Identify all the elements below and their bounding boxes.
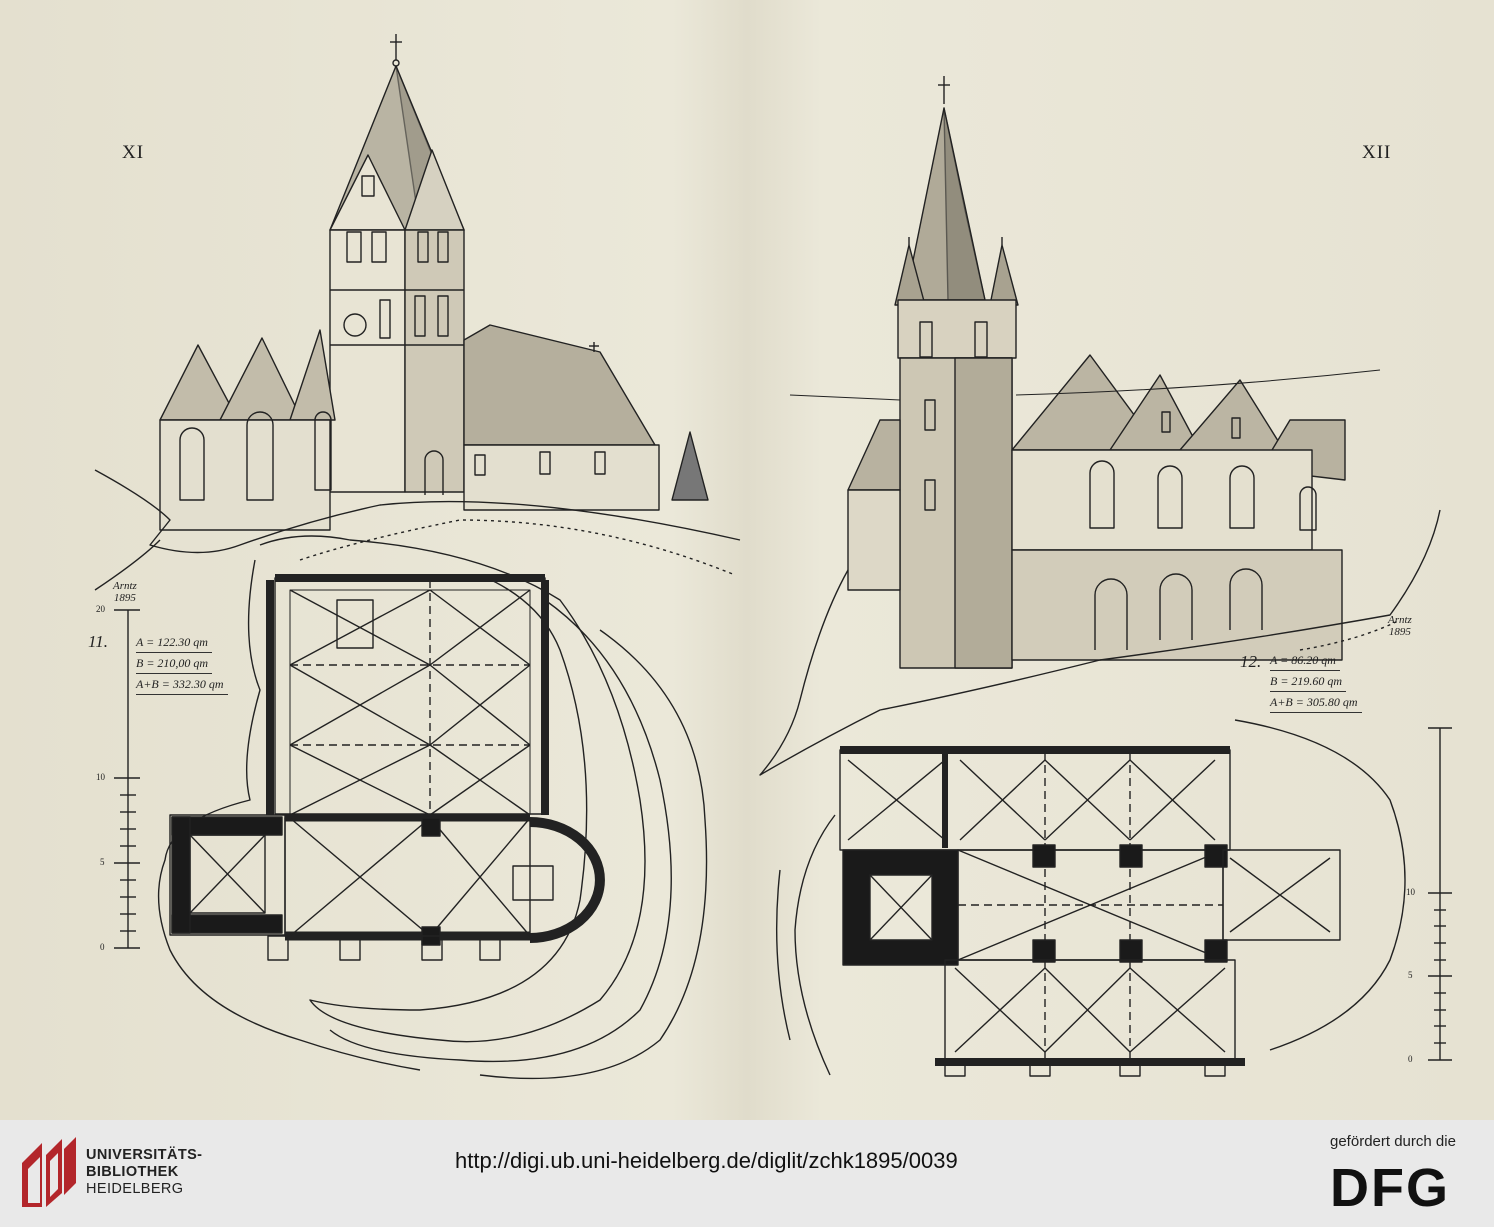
library-name-line3: HEIDELBERG <box>86 1181 184 1197</box>
scale-label: 20 <box>96 604 105 614</box>
church-xii-plan <box>775 719 1406 1077</box>
figure-number-left: 11. <box>88 632 108 651</box>
scale-label: 0 <box>100 942 105 952</box>
church-xi-elevation <box>94 34 741 591</box>
signature-left: Arntz 1895 <box>113 580 137 604</box>
library-name-line1: UNIVERSITÄTS- <box>86 1147 203 1163</box>
area-a: A = 86.20 qm <box>1270 650 1340 671</box>
area-b: B = 219.60 qm <box>1270 671 1347 692</box>
page-illustrations <box>94 34 1452 1080</box>
church-xii-elevation <box>759 76 1441 776</box>
signature-right: Arntz 1895 <box>1388 614 1412 638</box>
plate-number-right: XII <box>1362 142 1392 163</box>
area-total: A+B = 305.80 qm <box>1270 692 1362 713</box>
area-list-right: A = 86.20 qm B = 219.60 qm A+B = 305.80 … <box>1270 650 1362 713</box>
church-xi-plan <box>157 535 708 1080</box>
viewer-footer <box>0 1120 1494 1227</box>
signature-year: 1895 <box>113 592 136 604</box>
permalink-url[interactable]: http://digi.ub.uni-heidelberg.de/diglit/… <box>455 1148 958 1173</box>
scale-label: 0 <box>1408 1054 1413 1064</box>
scale-label: 10 <box>96 772 105 782</box>
signature-name: Arntz <box>113 580 137 592</box>
dfg-logo: DFG <box>1330 1158 1450 1218</box>
scale-bar-left <box>114 609 140 949</box>
area-b: B = 210,00 qm <box>136 653 213 674</box>
signature-year: 1895 <box>1388 626 1411 638</box>
area-list-left: A = 122.30 qm B = 210,00 qm A+B = 332.30… <box>136 632 228 695</box>
scale-bar-right <box>1428 727 1452 1061</box>
signature-name: Arntz <box>1388 614 1412 626</box>
figure-number-right: 12. <box>1240 652 1262 671</box>
library-name-line2: BIBLIOTHEK <box>86 1164 179 1180</box>
plate-number-left: XI <box>122 142 145 163</box>
funding-caption: gefördert durch die <box>1330 1133 1456 1150</box>
area-total: A+B = 332.30 qm <box>136 674 228 695</box>
scale-label: 10 <box>1406 887 1415 897</box>
scale-label: 5 <box>100 857 105 867</box>
area-a: A = 122.30 qm <box>136 632 212 653</box>
scale-label: 5 <box>1408 970 1413 980</box>
university-library-logo-icon <box>22 1137 76 1207</box>
